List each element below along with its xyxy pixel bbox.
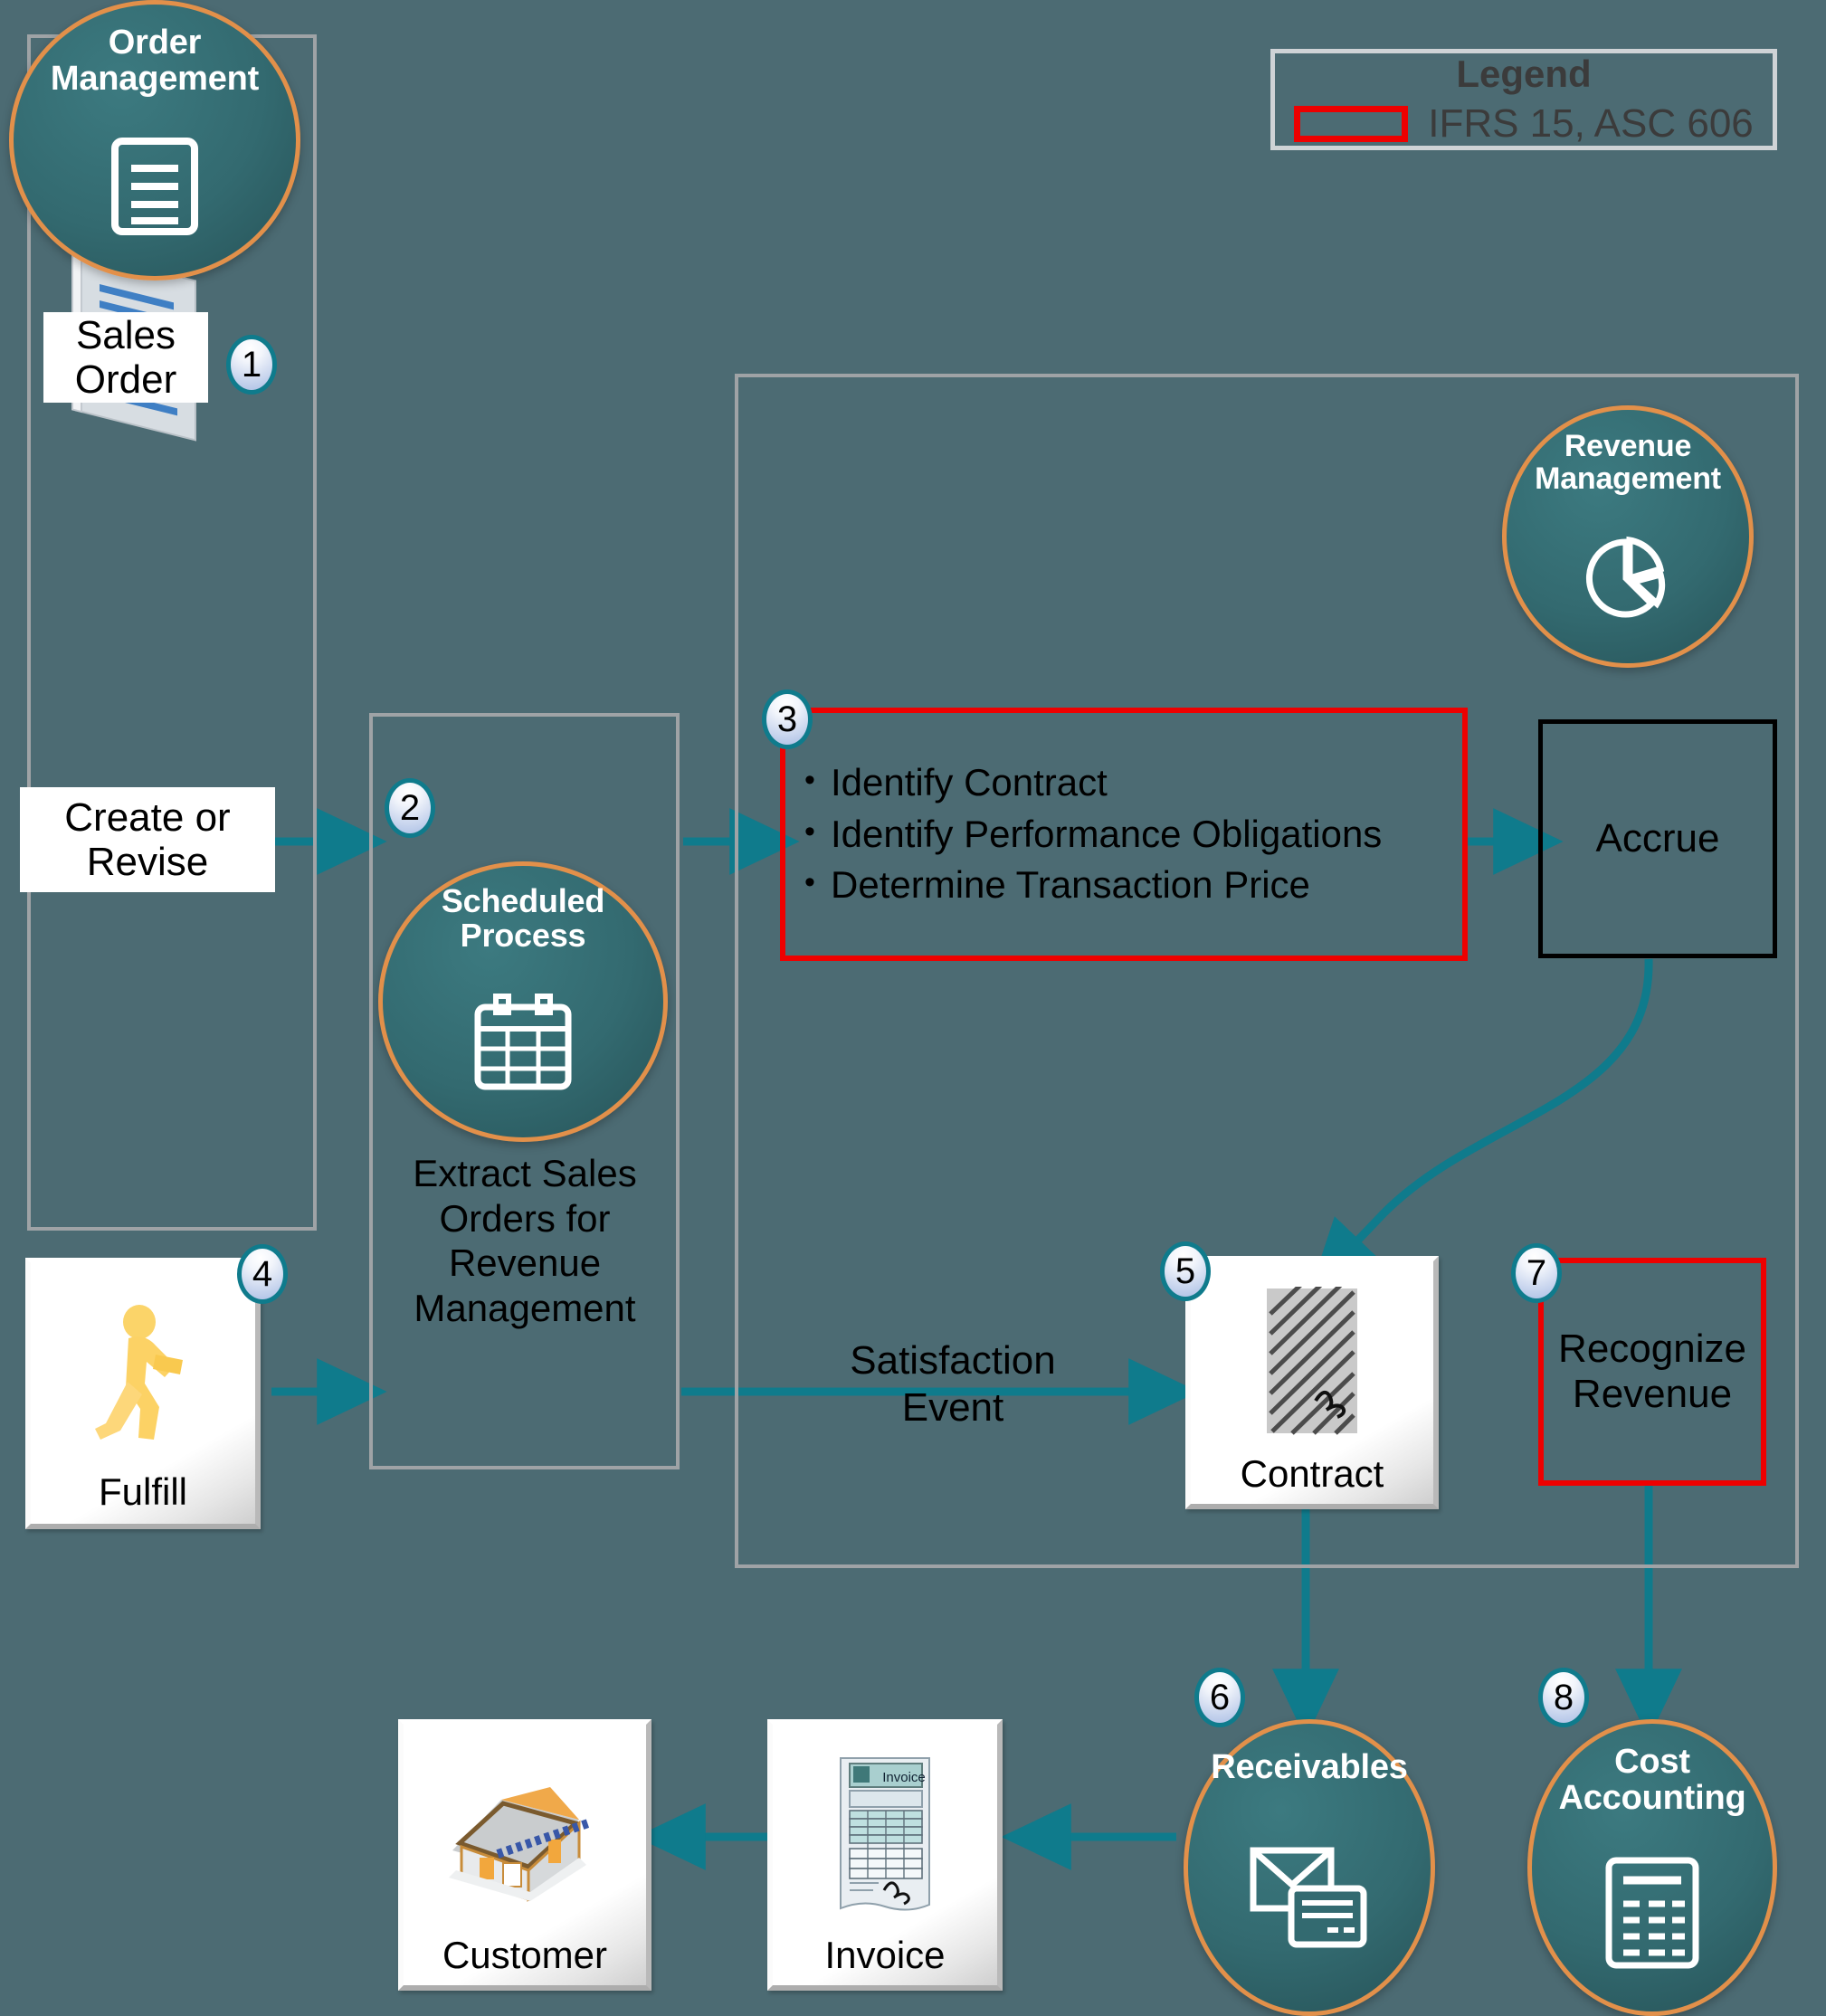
step-badge-5: 5 (1160, 1241, 1211, 1301)
order-management-label-line1: Order (108, 24, 202, 62)
create-or-revise-label: Create or Revise (20, 787, 275, 892)
scheduled-process-frame (369, 713, 680, 1469)
customer-node[interactable]: Customer (398, 1719, 651, 1991)
scheduled-process-line1: Scheduled (441, 882, 605, 919)
order-management-label-line2: Management (50, 60, 260, 99)
app-circle-cost-accounting[interactable]: Cost Accounting (1527, 1719, 1777, 2016)
revenue-step-text: Identify Performance Obligations (831, 812, 1383, 855)
app-circle-scheduled-process[interactable]: Scheduled Process (378, 861, 668, 1142)
create-or-revise-line1: Create or (64, 794, 231, 840)
sales-order-label-line1: Sales (75, 312, 176, 357)
bullet-dot-icon: • (804, 865, 815, 900)
extract-caption-line3: Revenue (448, 1241, 602, 1285)
calendar-icon (383, 953, 663, 1137)
revenue-step-text: Determine Transaction Price (831, 863, 1310, 907)
step-badge-2: 2 (385, 778, 435, 838)
step-badge-6: 6 (1194, 1668, 1245, 1727)
step-badge-3: 3 (762, 689, 813, 749)
revenue-step-bullet: • Identify Contract (789, 760, 1462, 805)
satisfaction-event-line1: Satisfaction (850, 1338, 1056, 1383)
legend: Legend IFRS 15, ASC 606 (1270, 49, 1777, 150)
recognize-revenue-box: Recognize Revenue (1538, 1258, 1766, 1486)
customer-label: Customer (442, 1934, 608, 1976)
storefront-icon (443, 1735, 606, 1936)
cost-accounting-line2: Accounting (1558, 1779, 1746, 1818)
fulfill-node[interactable]: Fulfill (25, 1258, 261, 1529)
satisfaction-event-label: Satisfaction Event (804, 1337, 1102, 1431)
revenue-step-bullet: • Identify Performance Obligations (789, 812, 1462, 857)
document-icon (14, 98, 296, 276)
bullet-dot-icon: • (804, 763, 815, 798)
contract-node[interactable]: Contract (1185, 1256, 1439, 1509)
revenue-management-line2: Management (1535, 461, 1721, 497)
fulfill-label: Fulfill (98, 1470, 187, 1513)
ledger-icon (1532, 1817, 1773, 2011)
satisfaction-event-line2: Event (901, 1384, 1004, 1430)
invoice-doc-header: Invoice (882, 1770, 926, 1785)
step-badge-7: 7 (1511, 1243, 1562, 1303)
pie-chart-icon (1507, 495, 1749, 663)
invoice-node[interactable]: Invoice Invoice (767, 1719, 1003, 1991)
bullet-dot-icon: • (804, 813, 815, 849)
cost-accounting-line1: Cost (1614, 1743, 1690, 1781)
step-badge-4: 4 (237, 1244, 288, 1304)
legend-entry-label: IFRS 15, ASC 606 (1428, 101, 1754, 146)
revenue-management-line1: Revenue (1564, 429, 1692, 463)
legend-entry: IFRS 15, ASC 606 (1294, 104, 1754, 144)
app-circle-order-management[interactable]: Order Management (9, 0, 300, 281)
invoice-label: Invoice (824, 1934, 946, 1976)
recognize-revenue-line2: Revenue (1572, 1372, 1733, 1416)
recognize-revenue-line1: Recognize (1558, 1326, 1746, 1371)
revenue-steps-bullet-list: • Identify Contract • Identify Performan… (789, 717, 1462, 952)
accrue-box: Accrue (1538, 719, 1777, 958)
revenue-management-frame (735, 374, 1799, 1568)
revenue-step-bullet: • Determine Transaction Price (789, 862, 1462, 908)
step-badge-1: 1 (226, 335, 277, 395)
scheduled-process-line2: Process (460, 917, 586, 955)
app-circle-receivables[interactable]: Receivables (1184, 1719, 1435, 2016)
legend-swatch-ifrs15 (1294, 106, 1409, 142)
extract-caption-line2: Orders for (439, 1196, 611, 1240)
extract-caption-line1: Extract Sales (413, 1152, 637, 1194)
create-or-revise-line2: Revise (86, 840, 209, 884)
sales-order-label-line2: Order (74, 357, 177, 402)
sales-order-label: Sales Order (43, 312, 208, 403)
recognize-revenue-label: Recognize Revenue (1558, 1327, 1746, 1417)
accrue-label: Accrue (1595, 815, 1720, 861)
extract-sales-orders-caption: Extract Sales Orders for Revenue Managem… (373, 1151, 677, 1330)
step-badge-8: 8 (1538, 1668, 1589, 1727)
extract-caption-line4: Management (414, 1286, 636, 1329)
contract-label: Contract (1240, 1452, 1384, 1495)
legend-title: Legend (1456, 52, 1592, 95)
envelope-invoice-icon (1188, 1785, 1431, 2011)
app-circle-revenue-management[interactable]: Revenue Management (1502, 405, 1754, 668)
receivables-label: Receivables (1211, 1748, 1408, 1786)
person-walking-icon (87, 1279, 199, 1473)
invoice-document-icon: Invoice (828, 1735, 942, 1936)
signed-contract-icon (1258, 1274, 1366, 1455)
revenue-step-text: Identify Contract (831, 761, 1108, 804)
